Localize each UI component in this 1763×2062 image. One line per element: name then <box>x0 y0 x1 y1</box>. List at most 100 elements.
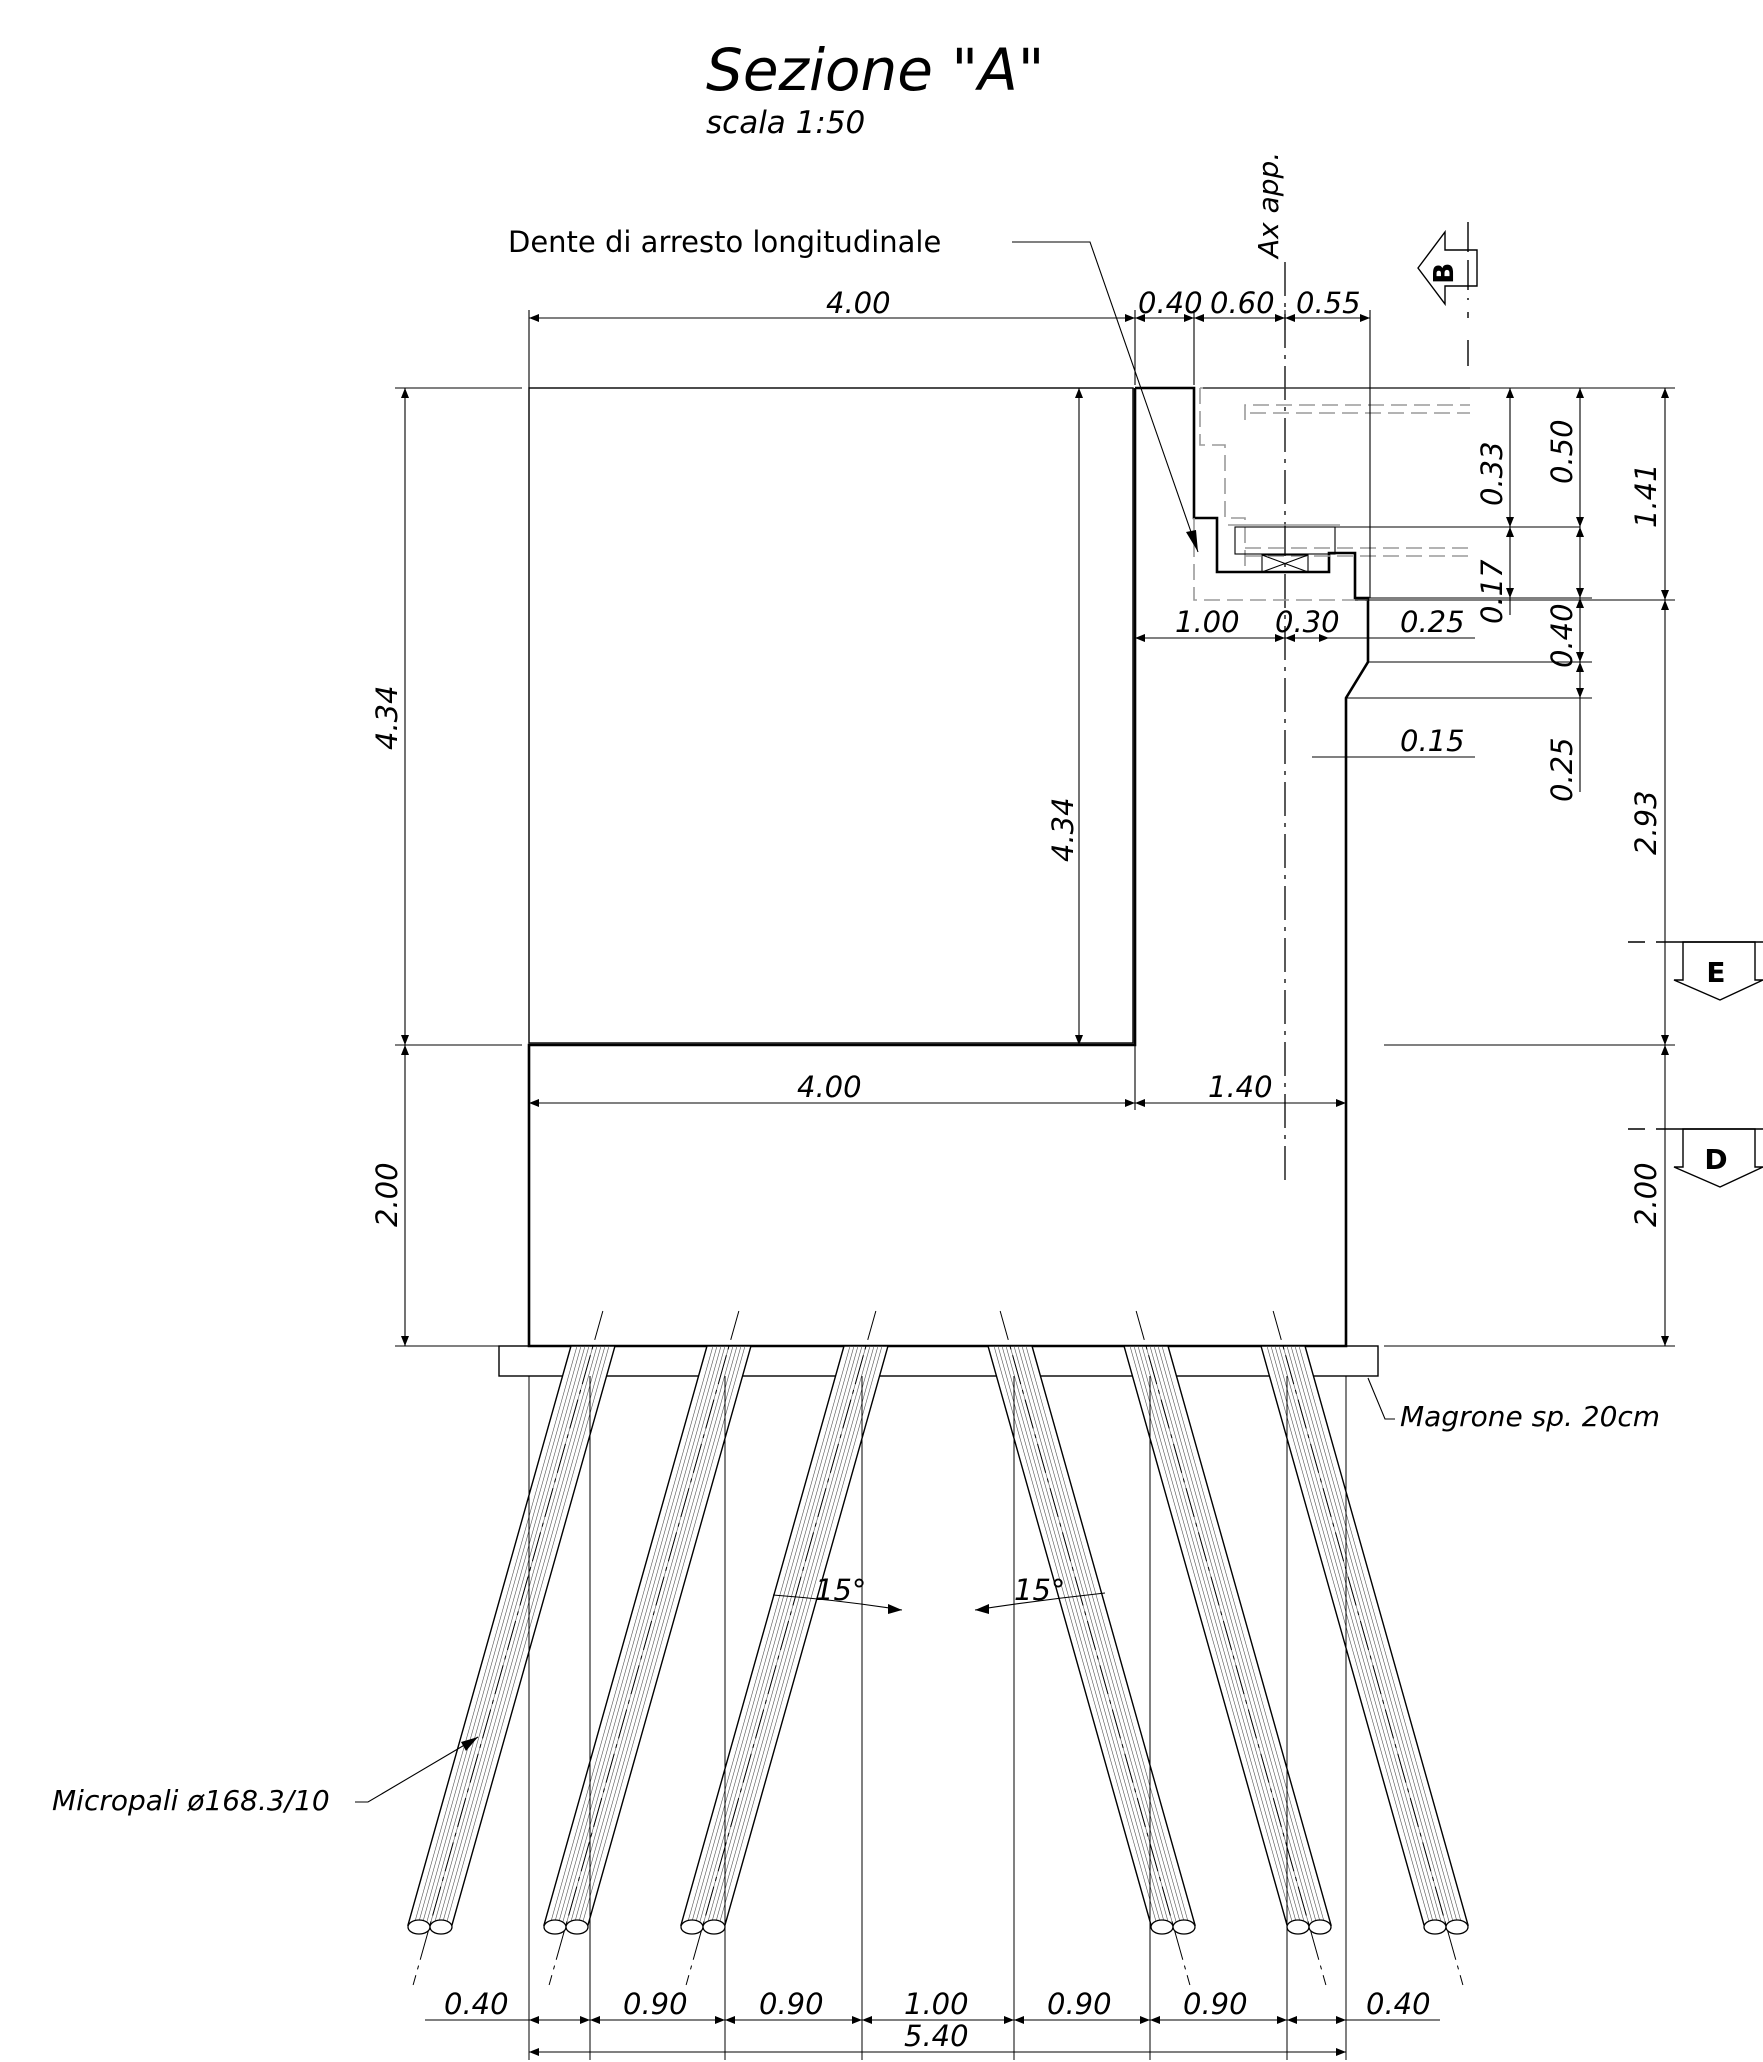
dim-top-0-60: 0.60 <box>1210 286 1275 320</box>
drawing-title: Sezione "A" <box>706 36 1044 104</box>
dim-bottom-6: 0.90 <box>1183 1987 1248 2021</box>
dimension-arrowhead <box>1075 388 1083 398</box>
callout-micropali: Micropali ø168.3/10 <box>52 1784 330 1817</box>
dimension-arrowhead <box>1661 590 1669 600</box>
support-axis-label: Ax app. <box>1252 152 1285 260</box>
dim-seat-0-30: 0.30 <box>1275 605 1340 639</box>
dimension-arrowhead <box>1004 2016 1014 2024</box>
dim-left-4-34: 4.34 <box>370 685 404 750</box>
dimension-arrowhead <box>401 388 409 398</box>
abutment-body <box>527 386 1370 1348</box>
dimension-arrowhead <box>1576 652 1584 662</box>
dim-seat-1-00: 1.00 <box>1175 605 1240 639</box>
dim-bottom-2: 0.90 <box>623 1987 688 2021</box>
micropile <box>680 1310 889 1986</box>
dimension-arrowhead <box>1275 634 1285 642</box>
angle-label-left: 15° <box>815 1573 866 1607</box>
deck-hidden-lines <box>1193 387 1470 601</box>
dim-right-2-93: 2.93 <box>1629 790 1663 855</box>
dimension-arrowhead <box>1576 527 1584 537</box>
micropile <box>987 1310 1196 1986</box>
dimension-arrowhead <box>1135 1099 1145 1107</box>
dimension-arrowhead <box>529 2016 539 2024</box>
angle-arc-right <box>974 1592 1106 1611</box>
callouts: Dente di arresto longitudinale Magrone s… <box>52 225 1660 1817</box>
dimension-arrowhead <box>715 2016 725 2024</box>
dimension-arrowhead <box>1285 314 1295 322</box>
dim-mid-4-00: 4.00 <box>797 1070 862 1104</box>
dimension-arrowhead <box>1125 314 1135 322</box>
dimension-arrowhead <box>1576 662 1584 672</box>
section-mark-e: E <box>1706 956 1725 989</box>
dim-top-0-40: 0.40 <box>1138 286 1203 320</box>
dimension-lines: 4.00 0.40 0.60 0.55 4.34 2.00 4.34 4.00 … <box>370 286 1675 2056</box>
dimension-arrowhead <box>1336 2016 1346 2024</box>
section-mark-b: B <box>1427 263 1460 284</box>
dim-bottom-3: 0.90 <box>759 1987 824 2021</box>
dim-left-2-00: 2.00 <box>370 1162 404 1227</box>
dimension-arrowhead <box>1125 1099 1135 1107</box>
magrone-layer <box>498 1345 1379 1377</box>
dimension-arrowhead <box>1661 600 1669 610</box>
dimension-arrowhead <box>1661 1045 1669 1055</box>
dimension-arrowhead <box>1506 527 1514 537</box>
dimension-arrowhead <box>401 1035 409 1045</box>
dimension-arrowhead <box>1661 1336 1669 1346</box>
dimension-arrowhead <box>1319 634 1329 642</box>
dimension-arrowheads <box>401 314 1669 2056</box>
micropile <box>407 1310 616 1986</box>
dimension-arrowhead <box>1285 634 1295 642</box>
dimension-arrowhead <box>1135 634 1145 642</box>
bearing-device <box>1261 554 1309 573</box>
bearing-plate <box>1234 526 1336 555</box>
dim-top-0-55: 0.55 <box>1296 286 1361 320</box>
dimension-arrowhead <box>580 2016 590 2024</box>
dimension-arrowhead <box>401 1045 409 1055</box>
dimension-arrowhead <box>529 2048 539 2056</box>
dim-right-0-33: 0.33 <box>1475 441 1509 506</box>
callout-micropali-leader <box>355 1736 479 1803</box>
dim-right-1-41: 1.41 <box>1629 463 1663 528</box>
callout-dente-leader <box>1012 241 1199 553</box>
section-mark-d: D <box>1704 1143 1727 1176</box>
dimension-arrowhead <box>1506 588 1514 598</box>
dimension-arrowhead <box>725 2016 735 2024</box>
dimension-arrowhead <box>590 2016 600 2024</box>
micropiles-group <box>407 1310 1469 2060</box>
dim-right-0-50: 0.50 <box>1545 419 1579 484</box>
dim-bottom-7: 0.40 <box>1366 1987 1431 2021</box>
dimension-arrowhead <box>1336 2048 1346 2056</box>
dimension-arrowhead <box>401 1336 409 1346</box>
angle-marks: 15° 15° <box>772 1573 1106 1614</box>
dim-bottom-total: 5.40 <box>904 2019 969 2053</box>
dimension-arrowhead <box>1140 2016 1150 2024</box>
dimension-arrowhead <box>1576 588 1584 598</box>
dim-bottom-5: 0.90 <box>1047 1987 1112 2021</box>
dimension-arrowhead <box>1075 1035 1083 1045</box>
dimension-arrowhead <box>529 1099 539 1107</box>
dimension-arrowhead <box>862 2016 872 2024</box>
callout-magrone-leader <box>1367 1377 1395 1420</box>
micropile <box>543 1310 752 1986</box>
dimension-arrowhead <box>1184 314 1194 322</box>
dimension-arrowhead <box>1194 314 1204 322</box>
dimension-arrowhead <box>852 2016 862 2024</box>
dimension-arrowhead <box>1506 388 1514 398</box>
dimension-arrowhead <box>1661 388 1669 398</box>
section-cut-b: B <box>1417 222 1478 366</box>
dim-inner-4-34: 4.34 <box>1046 797 1080 862</box>
section-cut-e: E <box>1628 941 1763 1001</box>
abutment-outline <box>498 386 1480 1377</box>
dimension-arrowhead <box>1576 388 1584 398</box>
dimension-arrowhead <box>1150 2016 1160 2024</box>
micropile <box>1260 1310 1469 1986</box>
dim-seat-0-25: 0.25 <box>1400 605 1465 639</box>
dimension-arrowhead <box>1576 517 1584 527</box>
dimension-arrowhead <box>529 314 539 322</box>
dimension-arrowhead <box>1275 314 1285 322</box>
drawing-scale: scala 1:50 <box>706 105 865 141</box>
dimension-arrowhead <box>1661 1035 1669 1045</box>
angle-label-right: 15° <box>1014 1573 1065 1607</box>
dim-mid-1-40: 1.40 <box>1208 1070 1273 1104</box>
